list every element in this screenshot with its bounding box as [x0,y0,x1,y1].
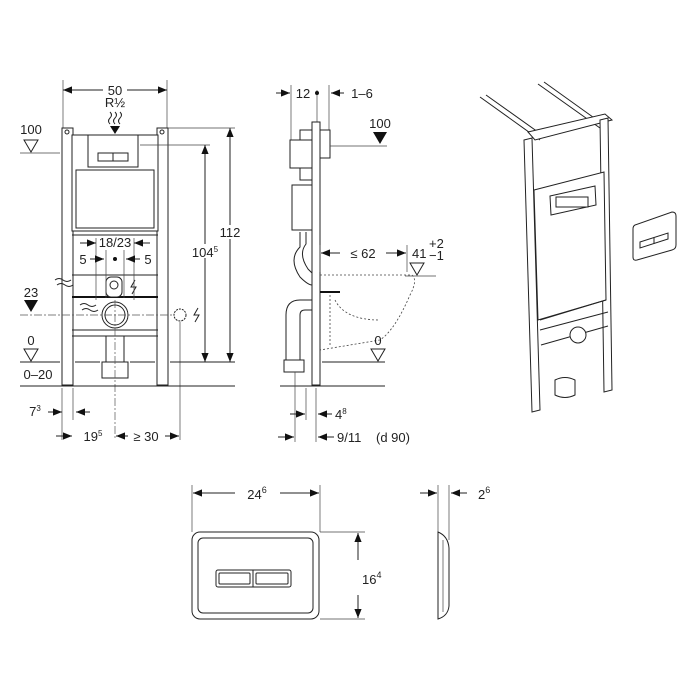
height-104-dimension: 1045 [192,245,219,260]
dim-7-3: 73 [29,404,41,419]
level-0-label: 0 [27,333,34,348]
dim-min-30: ≥ 30 [133,429,158,444]
flush-plate-profile [437,531,450,620]
level-23-label: 23 [24,285,38,300]
water-inlet-icon [108,111,122,134]
level-0-label: 0 [374,333,381,348]
water-connection-label: R½ [105,95,125,110]
plate-depth-dimension: 26 [478,485,490,502]
dim-9-11: 9/11 [337,430,361,445]
front-view: 50 R½ [20,80,242,444]
offset-right-dimension: 5 [144,252,151,267]
pipe-diameter-label: (d 90) [376,430,410,445]
plate-width-dimension: 246 [247,485,266,502]
width-dimension: 50 [108,83,122,98]
isometric-view [479,81,677,413]
range-1-6-dimension: 1–6 [351,86,373,101]
water-icon [79,303,99,312]
level-100-label: 100 [369,116,391,131]
water-icon [54,278,74,287]
plate-height-dimension: 164 [362,570,381,587]
height-41-dimension: 41 [412,246,426,261]
max-62-dimension: ≤ 62 [350,246,375,261]
flush-plate-view: 246 164 26 [191,485,490,620]
dim-4-8: 48 [335,407,347,422]
offset-left-dimension: 5 [79,252,86,267]
height-112-dimension: 112 [220,225,241,240]
electric-connection-icon [193,307,200,323]
tolerance-plus: +2 [429,236,444,251]
electric-icon-frame [130,279,137,295]
floor-range-label: 0–20 [24,367,53,382]
depth-12-dimension: 12 [296,86,310,101]
side-view: 12 1–6 ≤ 62 41 +2 −1 100 0 [276,85,444,445]
spacing-dimension: 18/23 [99,235,132,250]
tolerance-minus: −1 [429,248,444,263]
level-100-label: 100 [20,122,42,137]
dim-19-5: 195 [84,429,103,444]
